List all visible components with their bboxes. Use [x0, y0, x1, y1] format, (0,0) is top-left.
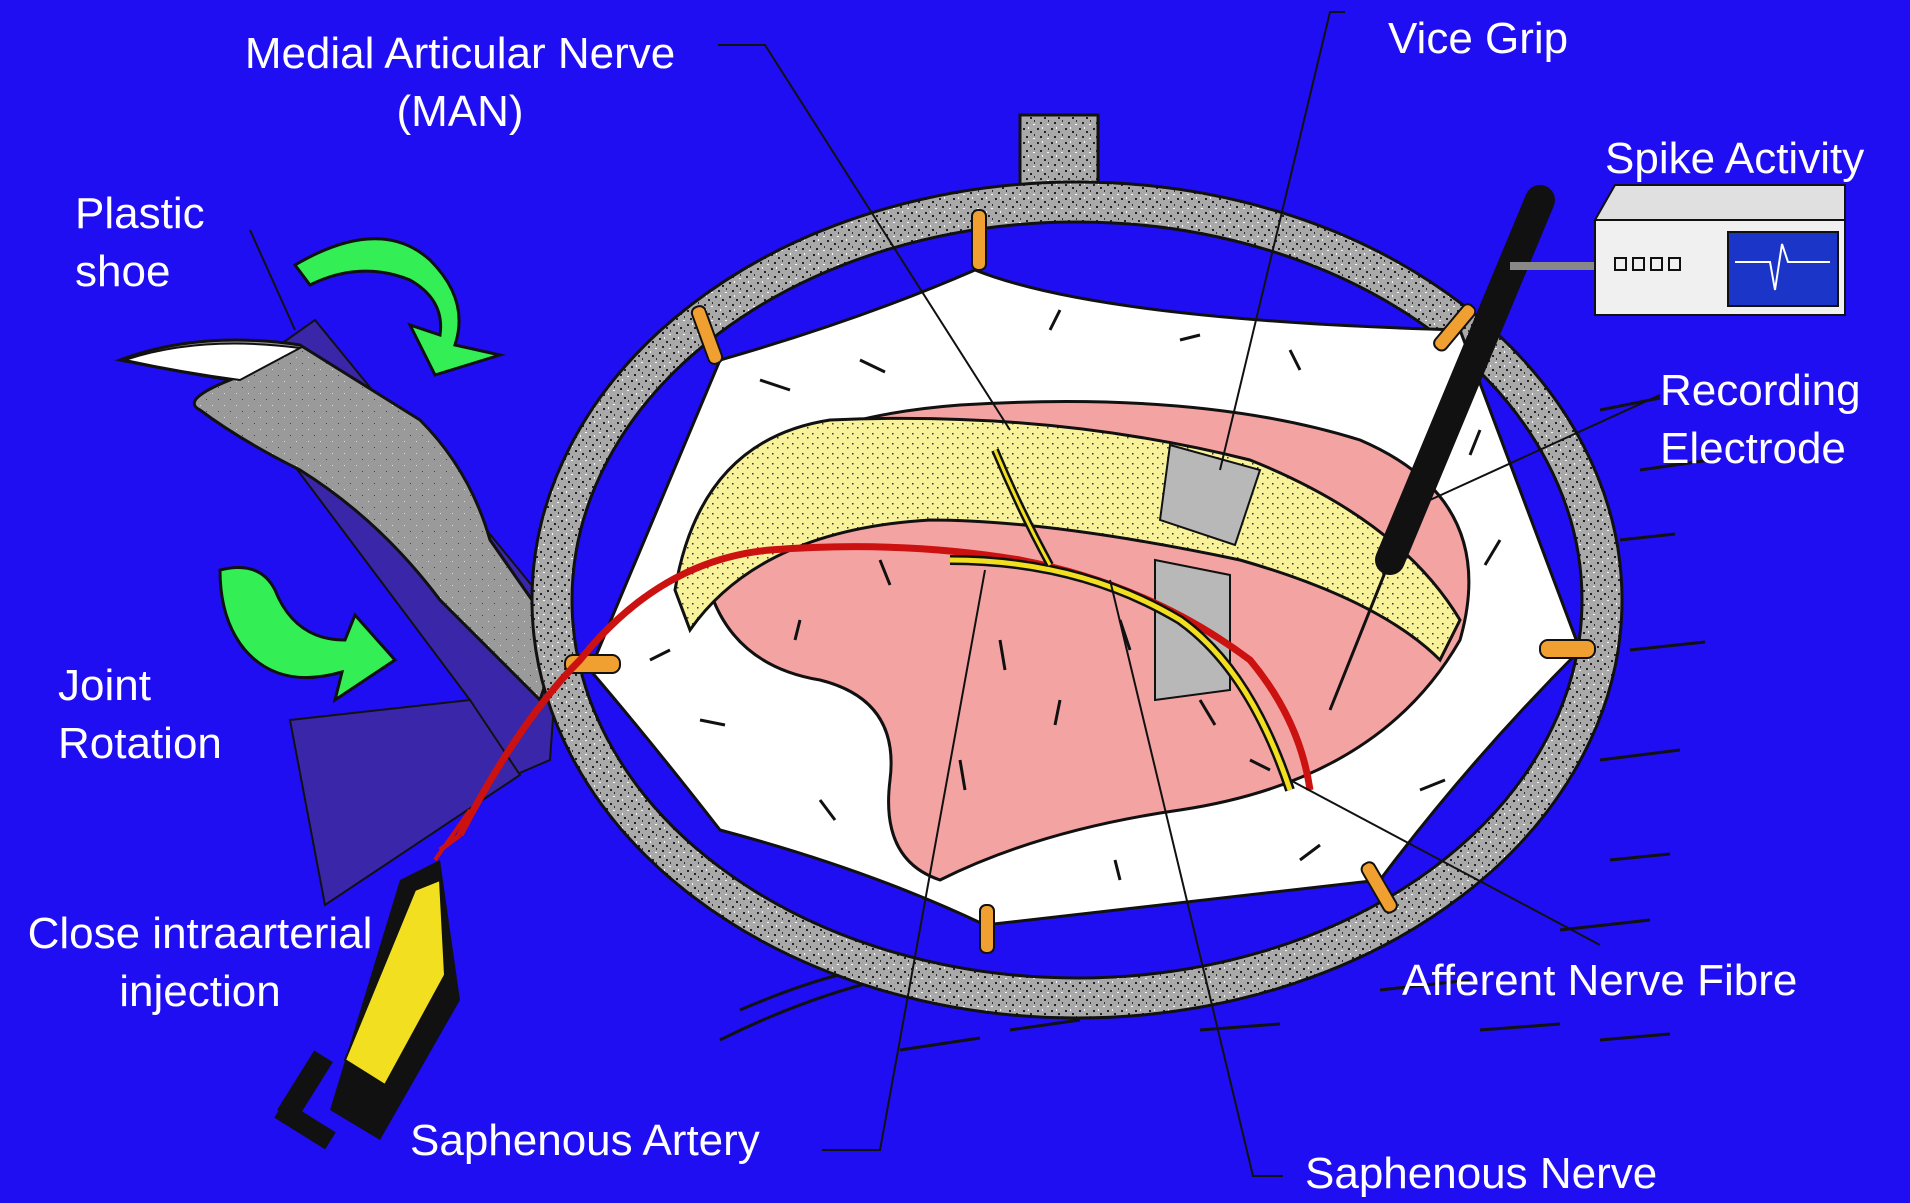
recording-electrode-line2: Electrode	[1660, 420, 1861, 478]
afferent-nerve-fibre-label: Afferent Nerve Fibre	[1402, 952, 1797, 1010]
joint-rotation-line1: Joint	[58, 657, 222, 715]
recording-electrode-line1: Recording	[1660, 362, 1861, 420]
plastic-shoe	[120, 320, 560, 905]
plastic-shoe-line1: Plastic	[75, 185, 205, 243]
injection-label: Close intraarterial injection	[5, 905, 395, 1021]
vice-grip-label: Vice Grip	[1388, 10, 1568, 68]
recording-electrode-label: Recording Electrode	[1660, 362, 1861, 478]
man-label-line1: Medial Articular Nerve	[200, 25, 720, 83]
plastic-shoe-line2: shoe	[75, 243, 205, 301]
plastic-shoe-label: Plastic shoe	[75, 185, 205, 301]
man-label: Medial Articular Nerve (MAN)	[200, 25, 720, 141]
saphenous-nerve-label: Saphenous Nerve	[1305, 1145, 1657, 1203]
joint-rotation-label: Joint Rotation	[58, 657, 222, 773]
injection-line1: Close intraarterial	[5, 905, 395, 963]
man-label-line2: (MAN)	[200, 83, 720, 141]
spike-activity-label: Spike Activity	[1605, 130, 1864, 188]
saphenous-artery-label: Saphenous Artery	[410, 1112, 760, 1170]
joint-rotation-line2: Rotation	[58, 715, 222, 773]
oscilloscope-icon	[1510, 185, 1845, 315]
injection-line2: injection	[5, 963, 395, 1021]
